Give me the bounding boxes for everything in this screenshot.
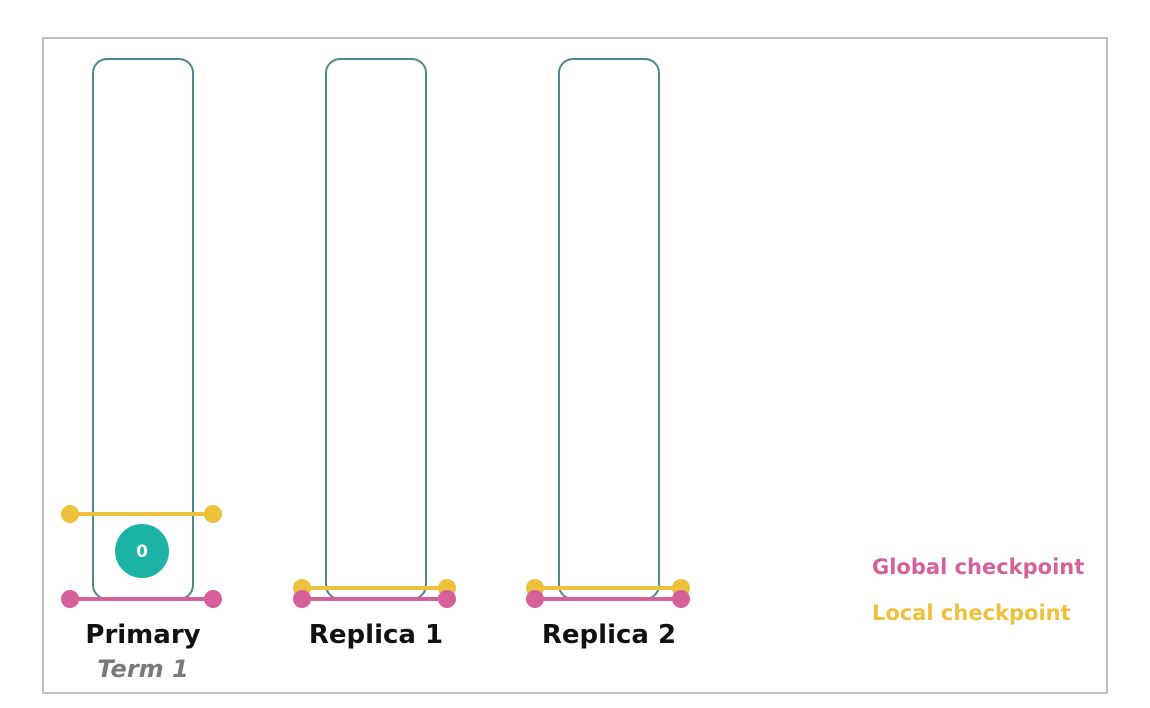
shard-container (325, 58, 427, 600)
shard-replica-1: Replica 1 (293, 58, 456, 650)
shard-primary: 0 Primary Term 1 (61, 58, 222, 683)
operation-0: 0 (115, 524, 169, 578)
shard-container (558, 58, 660, 600)
shard-label: Replica 2 (542, 620, 676, 650)
term-label: Term 1 (97, 655, 188, 683)
operation-number: 0 (136, 542, 148, 562)
operation-circle (115, 524, 169, 578)
shard-replica-2: Replica 2 (526, 58, 690, 650)
shard-label: Primary (85, 620, 200, 650)
legend-local-checkpoint: Local checkpoint (872, 601, 1071, 625)
legend-global-checkpoint: Global checkpoint (872, 555, 1084, 579)
shard-container (92, 58, 194, 600)
shard-label: Replica 1 (309, 620, 443, 650)
legend: Global checkpoint Local checkpoint (872, 555, 1084, 625)
